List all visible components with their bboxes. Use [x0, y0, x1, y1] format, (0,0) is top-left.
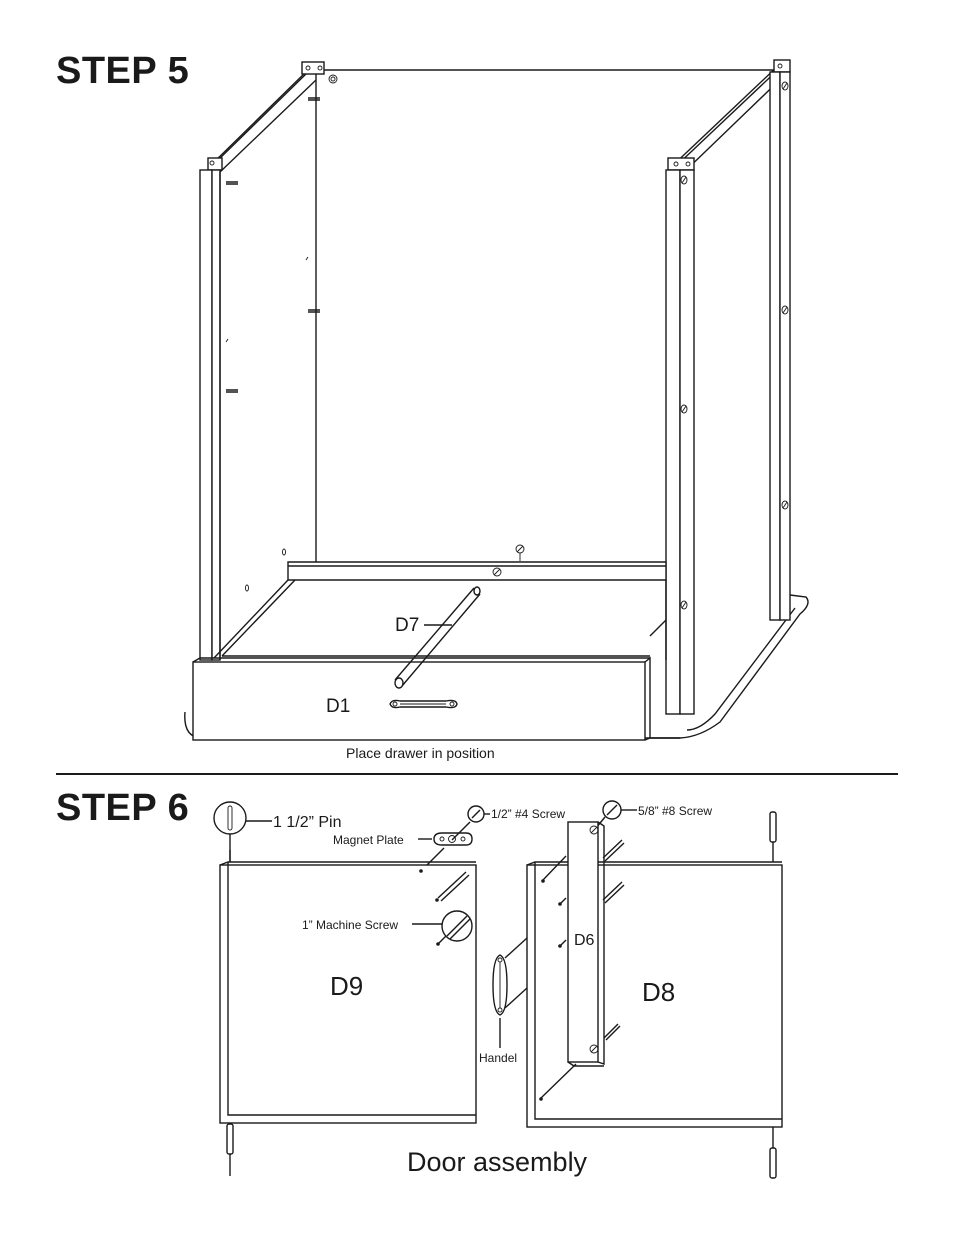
left-front-stile [199, 169, 213, 661]
pin-callout [213, 801, 272, 862]
label-half-inch-screw: 1/2” #4 Screw [491, 807, 565, 821]
label-d6: D6 [574, 932, 595, 949]
label-d8: D8 [642, 977, 675, 1007]
five-eighths-screw-callout [595, 800, 637, 829]
d7-guide-rod [394, 586, 481, 689]
magnet-plate-part [418, 832, 473, 846]
machine-screw-callout [412, 910, 473, 946]
right-rear-stile [769, 71, 781, 621]
label-magnet-plate: Magnet Plate [333, 833, 404, 847]
label-five-eighths-screw: 5/8” #8 Screw [638, 804, 712, 818]
door-assembly-drawing: 1 1/2” Pin Magnet Plate 1/2” #4 Screw 5/… [213, 800, 783, 1179]
step5-title: STEP 5 [56, 50, 190, 92]
label-d7: D7 [395, 615, 419, 636]
label-machine-screw: 1” Machine Screw [302, 918, 398, 932]
label-pin: 1 1/2” Pin [273, 814, 341, 831]
left-panel-top-edge [207, 67, 311, 169]
step5-caption: Place drawer in position [346, 745, 495, 761]
stile-cam-bolts [680, 81, 789, 610]
door-d9 [219, 850, 477, 1176]
step6-caption: Door assembly [407, 1147, 588, 1177]
step6-title: STEP 6 [56, 787, 190, 829]
drawer-pull-handle [389, 699, 458, 709]
section-divider [56, 773, 898, 775]
label-d9: D9 [330, 971, 363, 1001]
door-handle-part [492, 937, 528, 1048]
right-front-stile [665, 169, 681, 715]
drawer-rear-rail [287, 561, 667, 581]
label-d1: D1 [326, 696, 350, 717]
cabinet-frame-drawing: D7 D1 Place drawer in position [184, 59, 809, 761]
label-handle: Handel [479, 1051, 517, 1065]
strip-d6 [567, 821, 605, 1067]
right-panel-top-edge [667, 63, 781, 171]
